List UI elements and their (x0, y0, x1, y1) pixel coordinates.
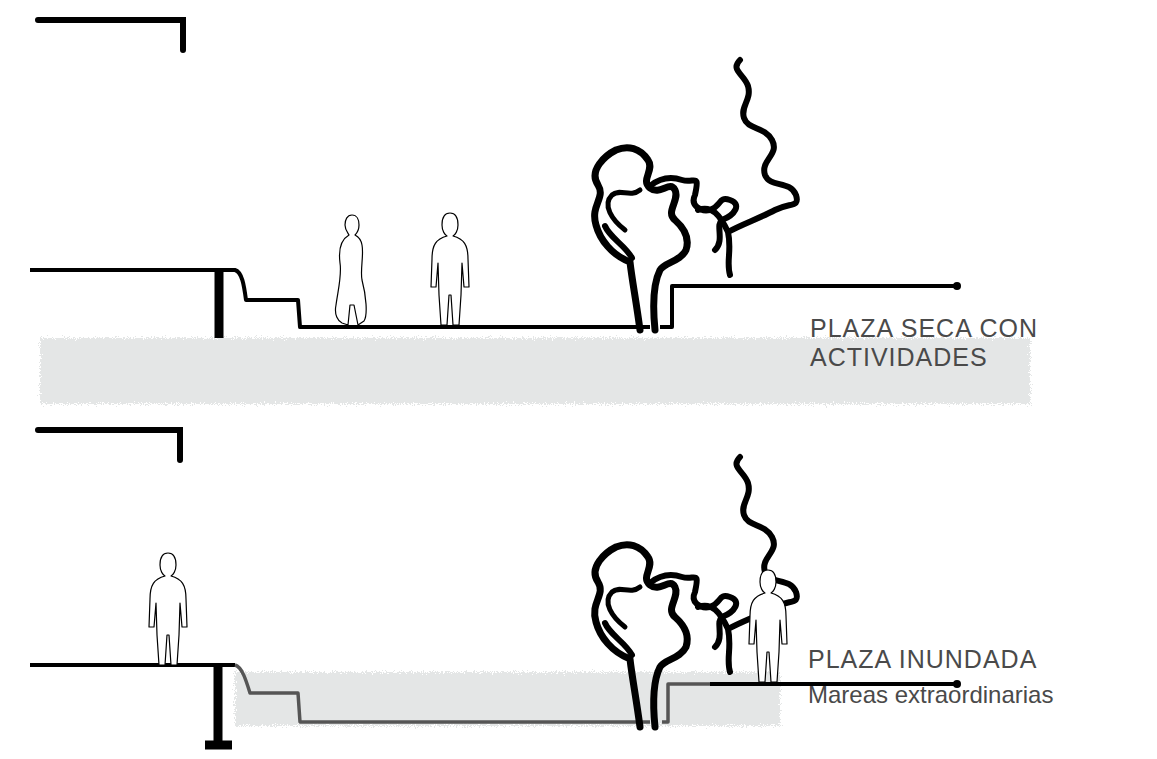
wall (215, 270, 224, 338)
tree (595, 457, 797, 727)
ground (30, 663, 235, 667)
canopy (38, 20, 183, 50)
flood-water (235, 672, 780, 726)
section-label: Mareas extraordinarias (808, 681, 1148, 709)
tree (595, 60, 797, 330)
person (431, 213, 469, 325)
flooded-floor (235, 665, 650, 722)
person (335, 215, 366, 325)
section-label: PLAZA SECA CON ACTIVIDADES (810, 314, 1110, 372)
canopy (38, 430, 180, 460)
person (749, 570, 787, 682)
section-label: PLAZA INUNDADA (808, 645, 1148, 674)
person (149, 553, 187, 665)
wall (205, 665, 232, 745)
